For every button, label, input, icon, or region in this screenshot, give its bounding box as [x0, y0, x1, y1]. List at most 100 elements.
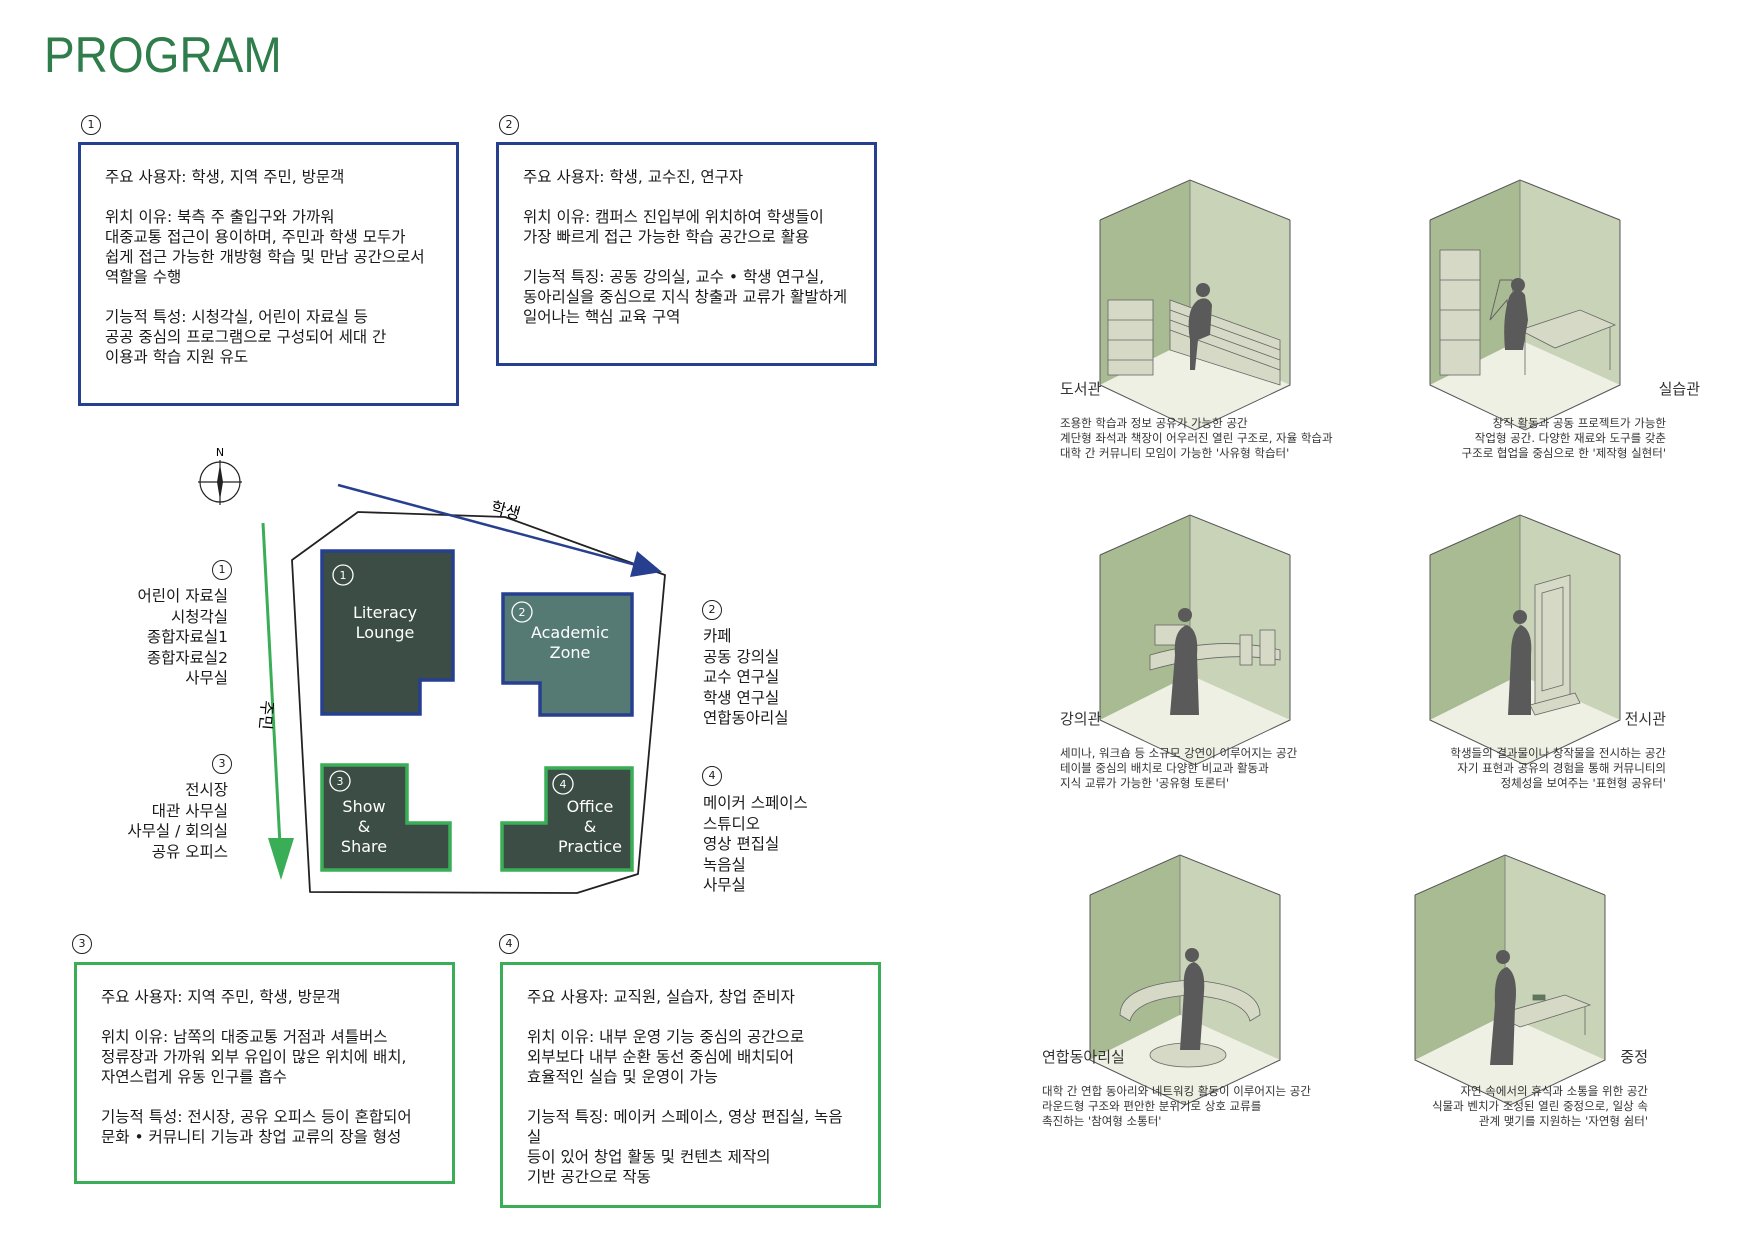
room-title-workshop: 실습관 — [1658, 380, 1700, 398]
desc-line: 창작 활동과 공동 프로젝트가 가능한 — [1492, 416, 1666, 430]
box-2-number: 2 — [499, 115, 519, 135]
zone-3-label: Share — [341, 837, 387, 856]
list-item: 대관 사무실 — [151, 801, 228, 820]
desc-line: 조용한 학습과 정보 공유가 가능한 공간 — [1060, 416, 1248, 430]
zone-2-label: Zone — [550, 643, 591, 662]
list-item: 학생 연구실 — [703, 688, 780, 707]
box-2-line: 가장 빠르게 접근 가능한 학습 공간으로 활용 — [523, 228, 810, 246]
room-desc-club: 대학 간 연합 동아리와 네트워킹 활동이 이루어지는 공간 라운드형 구조와 … — [1042, 1084, 1311, 1129]
list-item: 전시장 — [185, 781, 228, 799]
room-desc-courtyard: 자연 속에서의 휴식과 소통을 위한 공간 식물과 벤치가 조성된 열린 중정으… — [1380, 1084, 1648, 1129]
room-desc-lecture: 세미나, 워크숍 등 소규모 강연이 이루어지는 공간 테이블 중심의 배치로 … — [1060, 746, 1297, 791]
box-1-line: 대중교통 접근이 용이하며, 주민과 학생 모두가 — [105, 228, 406, 246]
program-list-3: 전시장 대관 사무실 사무실 / 회의실 공유 오피스 — [90, 780, 228, 862]
box-3-line: 문화 • 커뮤니티 기능과 창업 교류의 장을 형성 — [101, 1128, 402, 1146]
zone-1-label: Lounge — [356, 623, 415, 642]
desc-line: 식물과 벤치가 조성된 열린 중정으로, 일상 속 — [1431, 1099, 1648, 1113]
box-1-line: 위치 이유: 북측 주 출입구와 가까워 — [105, 208, 335, 226]
box-4-line: 기반 공간으로 작동 — [527, 1168, 651, 1186]
list-3-number: 3 — [212, 754, 232, 774]
desc-line: 라운드형 구조와 편안한 분위기로 상호 교류를 — [1042, 1099, 1262, 1113]
room-exhibition — [1429, 514, 1621, 766]
list-item: 스튜디오 — [703, 814, 761, 833]
room-desc-exhibition: 학생들의 결과물이나 창작물을 전시하는 공간 자기 표현과 공유의 경험을 통… — [1380, 746, 1666, 791]
room-desc-workshop: 창작 활동과 공동 프로젝트가 가능한 작업형 공간. 다양한 재료와 도구를 … — [1400, 416, 1666, 461]
resident-flow-label: 주민 — [255, 700, 276, 731]
list-item: 공유 오피스 — [151, 842, 228, 861]
desc-line: 대학 간 커뮤니티 모임이 가능한 '사유형 학습터' — [1060, 446, 1290, 460]
program-list-1: 어린이 자료실 시청각실 종합자료실1 종합자료실2 사무실 — [100, 586, 229, 689]
list-item: 녹음실 — [703, 855, 746, 874]
room-club — [1089, 854, 1281, 1106]
north-label: N — [216, 446, 224, 459]
box-3-line: 기능적 특성: 전시장, 공유 오피스 등이 혼합되어 — [101, 1108, 412, 1126]
room-workshop — [1429, 179, 1621, 431]
box-4-line: 기능적 특징: 메이커 스페이스, 영상 편집실, 녹음실 — [527, 1108, 843, 1146]
list-item: 메이커 스페이스 — [703, 794, 808, 812]
box-2-line: 동아리실을 중심으로 지식 창출과 교류가 활발하게 — [523, 288, 848, 306]
desc-line: 자기 표현과 공유의 경험을 통해 커뮤니티의 — [1457, 761, 1666, 775]
zone-2-number: 2 — [519, 606, 526, 619]
page-title: PROGRAM — [44, 27, 282, 83]
program-list-2: 카페 공동 강의실 교수 연구실 학생 연구실 연합동아리실 — [703, 626, 863, 729]
box-1-line: 공공 중심의 프로그램으로 구성되어 세대 간 — [105, 328, 387, 346]
desc-line: 작업형 공간. 다양한 재료와 도구를 갖춘 — [1474, 431, 1666, 445]
zone-3-number: 3 — [337, 775, 344, 788]
box-3-line: 주요 사용자: 지역 주민, 학생, 방문객 — [101, 988, 341, 1006]
desc-line: 계단형 좌석과 책장이 어우러진 열린 구조로, 자율 학습과 — [1060, 431, 1333, 445]
box-1-line: 이용과 학습 지원 유도 — [105, 348, 249, 366]
zone-3-label: & — [358, 817, 370, 836]
zone-4-label: Practice — [558, 837, 622, 856]
info-box-1: 주요 사용자: 학생, 지역 주민, 방문객 위치 이유: 북측 주 출입구와 … — [78, 142, 459, 406]
desc-line: 테이블 중심의 배치로 다양한 비교과 활동과 — [1060, 761, 1269, 775]
desc-line: 구조로 협업을 중심으로 한 '제작형 실현터' — [1461, 446, 1666, 460]
zone-academic: 2 Academic Zone — [501, 592, 634, 717]
list-1-number: 1 — [212, 560, 232, 580]
site-outline — [291, 511, 666, 894]
box-3-line: 위치 이유: 남쪽의 대중교통 거점과 셔틀버스 — [101, 1028, 388, 1046]
list-4-number: 4 — [702, 766, 722, 786]
room-title-lecture: 강의관 — [1060, 710, 1102, 728]
zone-show-share: 3 Show & Share — [320, 763, 452, 872]
room-title-exhibition: 전시관 — [1624, 710, 1666, 728]
compass-icon: N — [198, 446, 242, 505]
info-box-4: 주요 사용자: 교직원, 실습자, 창업 준비자 위치 이유: 내부 운영 기능… — [500, 962, 881, 1208]
box-1-line: 기능적 특성: 시청각실, 어린이 자료실 등 — [105, 308, 368, 326]
box-1-line: 쉽게 접근 가능한 개방형 학습 및 만남 공간으로서 — [105, 248, 425, 266]
box-4-line: 등이 있어 창업 활동 및 컨텐츠 제작의 — [527, 1148, 771, 1166]
desc-line: 지식 교류가 가능한 '공유형 토론터' — [1060, 776, 1230, 790]
site-diagram: N 학생 주민 1 Literacy Lounge 2 Academic Zon… — [198, 446, 666, 894]
list-item: 사무실 / 회의실 — [127, 822, 228, 840]
box-4-line: 위치 이유: 내부 운영 기능 중심의 공간으로 — [527, 1028, 805, 1046]
zone-2-label: Academic — [531, 623, 609, 642]
desc-line: 자연 속에서의 휴식과 소통을 위한 공간 — [1460, 1084, 1648, 1098]
box-1-line: 주요 사용자: 학생, 지역 주민, 방문객 — [105, 168, 345, 186]
list-item: 공동 강의실 — [703, 647, 780, 666]
list-item: 사무실 — [703, 876, 746, 894]
box-2-line: 기능적 특징: 공동 강의실, 교수 • 학생 연구실, — [523, 268, 825, 286]
box-4-line: 효율적인 실습 및 운영이 가능 — [527, 1068, 718, 1086]
box-3-line: 정류장과 가까워 외부 유입이 많은 위치에 배치, — [101, 1048, 407, 1066]
zone-1-number: 1 — [340, 569, 347, 582]
info-box-3: 주요 사용자: 지역 주민, 학생, 방문객 위치 이유: 남쪽의 대중교통 거… — [74, 962, 455, 1184]
box-3-line: 자연스럽게 유동 인구를 흡수 — [101, 1068, 287, 1086]
student-flow-label: 학생 — [489, 498, 522, 524]
box-1-number: 1 — [81, 115, 101, 135]
desc-line: 세미나, 워크숍 등 소규모 강연이 이루어지는 공간 — [1060, 746, 1298, 760]
list-item: 교수 연구실 — [703, 668, 780, 686]
desc-line: 대학 간 연합 동아리와 네트워킹 활동이 이루어지는 공간 — [1042, 1084, 1311, 1098]
desc-line: 관계 맺기를 지원하는 '자연형 쉼터' — [1478, 1114, 1648, 1128]
desc-line: 촉진하는 '참여형 소통터' — [1042, 1114, 1162, 1128]
list-item: 사무실 — [185, 669, 228, 687]
box-4-line: 외부보다 내부 순환 동선 중심에 배치되어 — [527, 1048, 795, 1066]
desc-line: 정체성을 보여주는 '표현형 공유터' — [1500, 776, 1666, 790]
box-2-line: 주요 사용자: 학생, 교수진, 연구자 — [523, 168, 744, 186]
box-4-number: 4 — [499, 934, 519, 954]
box-2-line: 일어나는 핵심 교육 구역 — [523, 308, 681, 326]
info-box-2: 주요 사용자: 학생, 교수진, 연구자 위치 이유: 캠퍼스 진입부에 위치하… — [496, 142, 877, 366]
room-title-courtyard: 중정 — [1620, 1048, 1648, 1066]
list-item: 종합자료실1 — [146, 628, 228, 646]
room-lecture — [1099, 514, 1291, 766]
zone-4-label: & — [584, 817, 596, 836]
room-desc-library: 조용한 학습과 정보 공유가 가능한 공간 계단형 좌석과 책장이 어우러진 열… — [1060, 416, 1333, 461]
